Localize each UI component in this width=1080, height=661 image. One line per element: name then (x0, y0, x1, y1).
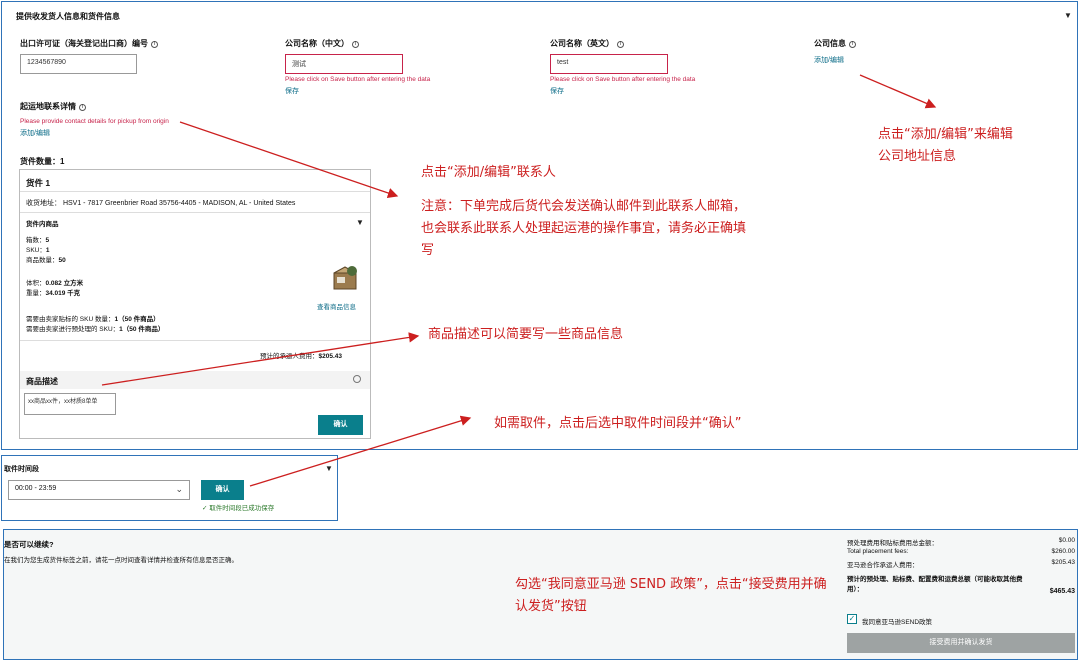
view-products-link[interactable]: 查看商品信息 (317, 304, 356, 311)
pickup-confirm-button[interactable]: 确认 (201, 480, 244, 500)
export-license-input[interactable]: 1234567890 (20, 54, 137, 74)
weight-row: 重量：34.019 千克 (26, 290, 81, 297)
annotation-contact: 点击“添加/编辑”联系人 (421, 165, 556, 180)
contents-collapse-icon[interactable]: ▼ (356, 218, 364, 227)
annotation-contact-note: 注意：下单完成后货代会发送确认邮件到此联系人邮箱，也会联系此联系人处理起运港的操… (421, 199, 747, 258)
company-info-edit-link[interactable]: 添加/编辑 (814, 57, 844, 64)
shipment-card: 货件 1 收货地址： HSV1 - 7817 Greenbrier Road 3… (19, 169, 371, 439)
annotation-company-info: 点击“添加/编辑”来编辑公司地址信息 (878, 127, 1013, 164)
volume-row: 体积：0.082 立方米 (26, 280, 84, 287)
shipment-title: 货件 1 (26, 178, 51, 188)
shipment-confirm-button[interactable]: 确认 (318, 415, 363, 435)
collapse-icon[interactable]: ▼ (325, 464, 333, 473)
company-name-cn-label: 公司名称（中文）i (285, 38, 359, 49)
info-icon[interactable]: i (79, 104, 86, 111)
confirm-panel: 是否可以继续? 在我们为您生成货件标签之前，请花一点时间查看详情并检查所有信息是… (3, 529, 1078, 660)
total-value: $465.43 (1049, 588, 1075, 595)
info-icon[interactable]: i (151, 41, 158, 48)
annotation-send-policy: 勾选“我同意亚马逊 SEND 政策”，点击“接受费用并确认发货”按钮 (515, 577, 827, 614)
prep-skus-row: 需要由卖家进行预处理的 SKU：1（50 件商品） (26, 326, 165, 333)
fee-value-placement: $260.00 (1051, 548, 1076, 555)
info-icon[interactable]: i (352, 41, 359, 48)
description-title: 商品描述 (26, 377, 58, 386)
company-name-en-label: 公司名称（英文）i (550, 38, 624, 49)
company-name-cn-input[interactable]: 测试 (285, 54, 403, 74)
description-textarea[interactable]: xx商品xx件，xx材质8单单 (24, 393, 116, 415)
fee-label-prep: 预处理费用和贴标费用总金额： (847, 540, 938, 547)
box-product-icon (331, 263, 361, 293)
estimated-carrier-fee: 预计的承运人费用：$205.43 (260, 353, 342, 360)
description-header: 商品描述 (20, 371, 370, 389)
continue-question: 是否可以继续? (4, 540, 54, 549)
company-name-en-error: Please click on Save button after enteri… (550, 76, 696, 83)
annotation-description: 商品描述可以简要写一些商品信息 (428, 327, 624, 342)
shipment-count: 货件数量：1 (20, 157, 65, 166)
pickup-time-select[interactable]: 00:00 - 23:59 ⌄ (8, 480, 190, 500)
company-name-en-input[interactable]: test (550, 54, 668, 74)
info-icon[interactable]: i (849, 41, 856, 48)
company-name-en-save-link[interactable]: 保存 (550, 88, 564, 95)
boxes-row: 箱数：5 (26, 237, 50, 244)
fee-value-prep: $0.00 (1058, 537, 1075, 544)
fee-label-placement: Total placement fees: (847, 548, 909, 555)
total-label: 预计的预处理、贴标费、配置费和运费总额（可能收取其他费用）： (847, 576, 1023, 593)
collapse-circle-icon[interactable] (353, 375, 361, 383)
pickup-saved-message: ✓ 取件时间段已成功保存 (202, 505, 275, 512)
continue-note: 在我们为您生成货件标签之前，请花一点时间查看详情并检查所有信息是否正确。 (4, 557, 238, 564)
fee-label-carrier: 亚马逊合作承运人费用： (847, 562, 919, 569)
company-name-cn-error: Please click on Save button after enteri… (285, 76, 431, 83)
origin-contact-error: Please provide contact details for picku… (20, 118, 169, 125)
shipment-address: 收货地址： HSV1 - 7817 Greenbrier Road 35756-… (26, 200, 296, 207)
annotation-pickup: 如需取件，点击后选中取件时间段并“确认” (494, 416, 742, 431)
accept-confirm-button[interactable]: 接受费用并确认发货 (847, 633, 1075, 653)
origin-contact-edit-link[interactable]: 添加/编辑 (20, 130, 50, 137)
chevron-down-icon: ⌄ (175, 484, 183, 494)
agree-label: 我同意亚马逊SEND政策 (862, 619, 933, 626)
label-skus-row: 需要由卖家贴标的 SKU 数量：1（50 件商品） (26, 316, 160, 323)
info-icon[interactable]: i (617, 41, 624, 48)
fee-value-carrier: $205.43 (1051, 559, 1076, 566)
agree-checkbox[interactable]: ✓ (847, 614, 857, 624)
contents-title: 货件内商品 (26, 221, 59, 228)
collapse-icon[interactable]: ▼ (1064, 11, 1072, 20)
company-name-cn-save-link[interactable]: 保存 (285, 88, 299, 95)
pickup-title: 取件时间段 (4, 466, 39, 473)
sku-row: SKU：1 (26, 247, 50, 254)
panel-title: 提供收发货人信息和货件信息 (16, 12, 120, 21)
pickup-time-panel: 取件时间段 ▼ 00:00 - 23:59 ⌄ 确认 ✓ 取件时间段已成功保存 (1, 455, 338, 521)
units-row: 商品数量：50 (26, 257, 66, 264)
